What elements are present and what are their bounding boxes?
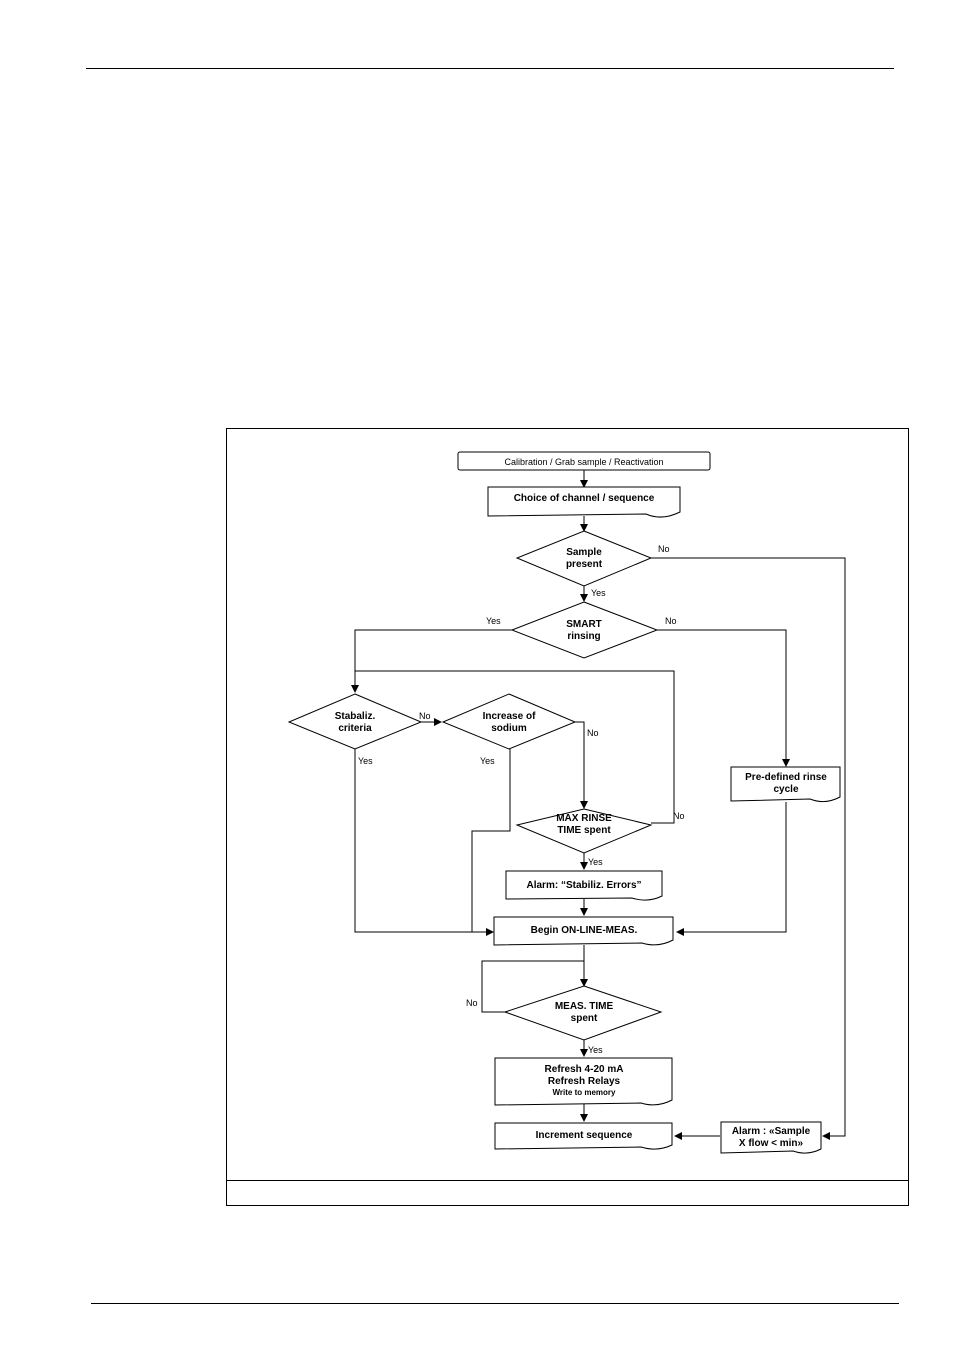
footer-rule	[91, 1303, 899, 1304]
edge-rinse-begin	[676, 802, 787, 936]
edge-meas-no-loop	[481, 960, 584, 1013]
max-rinse-line1: MAX RINSE	[556, 813, 612, 824]
sample-present-line1: Sample	[566, 547, 602, 558]
label-sample-yes: Yes	[591, 588, 606, 598]
edge-sample-no	[651, 557, 846, 1140]
refresh-node: Refresh 4-20 mA Refresh Relays Write to …	[494, 1057, 673, 1106]
stabaliz-criteria-decision: Stabaliz. criteria	[287, 693, 423, 750]
alarm-stabiliz-label: Alarm: “Stabiliz. Errors”	[526, 880, 641, 891]
meas-time-decision: MEAS. TIME spent	[503, 985, 663, 1041]
label-max-yes: Yes	[588, 857, 603, 867]
predefined-line1: Pre-defined rinse	[745, 772, 827, 783]
figure-frame	[226, 428, 909, 1206]
label-stab-no: No	[419, 711, 431, 721]
label-sample-no: No	[658, 544, 670, 554]
sodium-line2: sodium	[491, 723, 527, 734]
alarm-sample-line1: Alarm : «Sample	[732, 1126, 811, 1137]
edge-sodium-no	[575, 721, 588, 809]
sodium-line1: Increase of	[483, 711, 536, 722]
smart-rinsing-decision: SMART rinsing	[510, 601, 659, 659]
edge-sodium-yes	[471, 749, 511, 932]
label-smart-yes: Yes	[486, 616, 501, 626]
branch-labels: No Yes Yes No No No Yes Yes No Yes No Ye…	[358, 544, 685, 1055]
alarm-sample-line2: X flow < min»	[739, 1138, 804, 1149]
smart-rinsing-line1: SMART	[566, 619, 602, 630]
refresh-line3: Write to memory	[553, 1088, 617, 1097]
refresh-line2: Refresh Relays	[548, 1076, 621, 1087]
alarm-stabiliz-node: Alarm: “Stabiliz. Errors”	[505, 870, 663, 901]
connectors	[351, 470, 846, 1140]
increment-label: Increment sequence	[536, 1130, 633, 1141]
label-meas-yes: Yes	[588, 1045, 603, 1055]
begin-online-node: Begin ON-LINE-MEAS.	[493, 916, 674, 946]
meas-time-line1: MEAS. TIME	[555, 1001, 614, 1012]
start-label: Calibration / Grab sample / Reactivation	[504, 457, 663, 467]
header-rule	[86, 68, 894, 69]
label-sodium-yes: Yes	[480, 756, 495, 766]
choice-label: Choice of channel / sequence	[514, 493, 655, 504]
meas-time-line2: spent	[571, 1013, 598, 1024]
increase-sodium-decision: Increase of sodium	[441, 693, 577, 750]
smart-rinsing-line2: rinsing	[567, 631, 600, 642]
increment-node: Increment sequence	[494, 1122, 673, 1150]
edge-stab-yes	[354, 749, 494, 936]
sample-present-line2: present	[566, 559, 603, 570]
stabaliz-line1: Stabaliz.	[335, 711, 376, 722]
label-stab-yes: Yes	[358, 756, 373, 766]
max-rinse-line2: TIME spent	[557, 825, 611, 836]
caption-divider	[226, 1180, 909, 1181]
label-meas-no: No	[466, 998, 478, 1008]
label-sodium-no: No	[587, 728, 599, 738]
edge-smart-no	[657, 629, 790, 767]
label-smart-no: No	[665, 616, 677, 626]
alarm-sample-node: Alarm : «Sample X flow < min»	[720, 1121, 822, 1154]
edge-loop-max-no	[355, 670, 675, 824]
sample-present-decision: Sample present	[515, 530, 653, 587]
label-max-no: No	[673, 811, 685, 821]
predefined-rinse-node: Pre-defined rinse cycle	[730, 766, 841, 803]
predefined-line2: cycle	[773, 784, 798, 795]
choice-node: Choice of channel / sequence	[487, 486, 681, 518]
refresh-line1: Refresh 4-20 mA	[545, 1064, 624, 1075]
begin-online-label: Begin ON-LINE-MEAS.	[531, 925, 638, 936]
start-node: Calibration / Grab sample / Reactivation	[457, 451, 711, 471]
stabaliz-line2: criteria	[338, 723, 372, 734]
edge-smart-yes	[351, 629, 512, 693]
max-rinse-decision: MAX RINSE TIME spent	[515, 808, 653, 854]
